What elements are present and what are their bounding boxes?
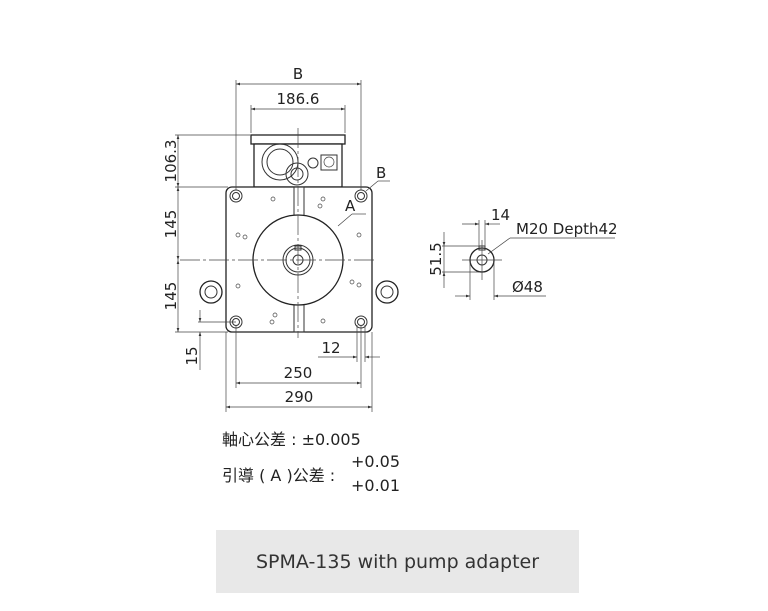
dim-B-top: B bbox=[293, 65, 303, 83]
dim-12: 12 bbox=[321, 339, 340, 357]
dim-290: 290 bbox=[285, 388, 314, 406]
lifting-eye-right bbox=[375, 280, 399, 304]
lifting-eye-left bbox=[199, 280, 223, 304]
thread-spec: M20 Depth42 bbox=[516, 220, 618, 238]
dimensions: B 186.6 106.3 145 145 15 12 250 290 B A bbox=[162, 65, 390, 412]
dim-145-upper: 145 bbox=[162, 210, 180, 239]
dim-14: 14 bbox=[491, 206, 510, 224]
axis-tolerance-label: 軸心公差 : bbox=[222, 430, 297, 449]
shaft-detail-view: 14 M20 Depth42 51.5 Ø48 bbox=[427, 206, 618, 300]
pilot-tolerance-lower: +0.01 bbox=[351, 476, 401, 495]
connector-icon bbox=[320, 154, 338, 171]
dim-51-5: 51.5 bbox=[427, 242, 445, 275]
label-B: B bbox=[376, 164, 386, 182]
label-A: A bbox=[345, 197, 356, 215]
axis-tolerance-value: ±0.005 bbox=[301, 430, 361, 449]
motor-front-view bbox=[180, 128, 399, 338]
dim-d48: Ø48 bbox=[512, 278, 543, 296]
caption: SPMA-135 with pump adapter bbox=[216, 530, 579, 593]
pilot-tolerance-label: 引導 ( A )公差 : bbox=[222, 466, 336, 485]
dim-106-3: 106.3 bbox=[162, 140, 180, 183]
dim-186-6: 186.6 bbox=[277, 90, 320, 108]
dim-250: 250 bbox=[284, 364, 313, 382]
pilot-tolerance-upper: +0.05 bbox=[351, 452, 401, 471]
dim-15: 15 bbox=[183, 346, 201, 365]
axis-tolerance: 軸心公差 : ±0.005 bbox=[222, 426, 361, 450]
dim-145-lower: 145 bbox=[162, 282, 180, 311]
